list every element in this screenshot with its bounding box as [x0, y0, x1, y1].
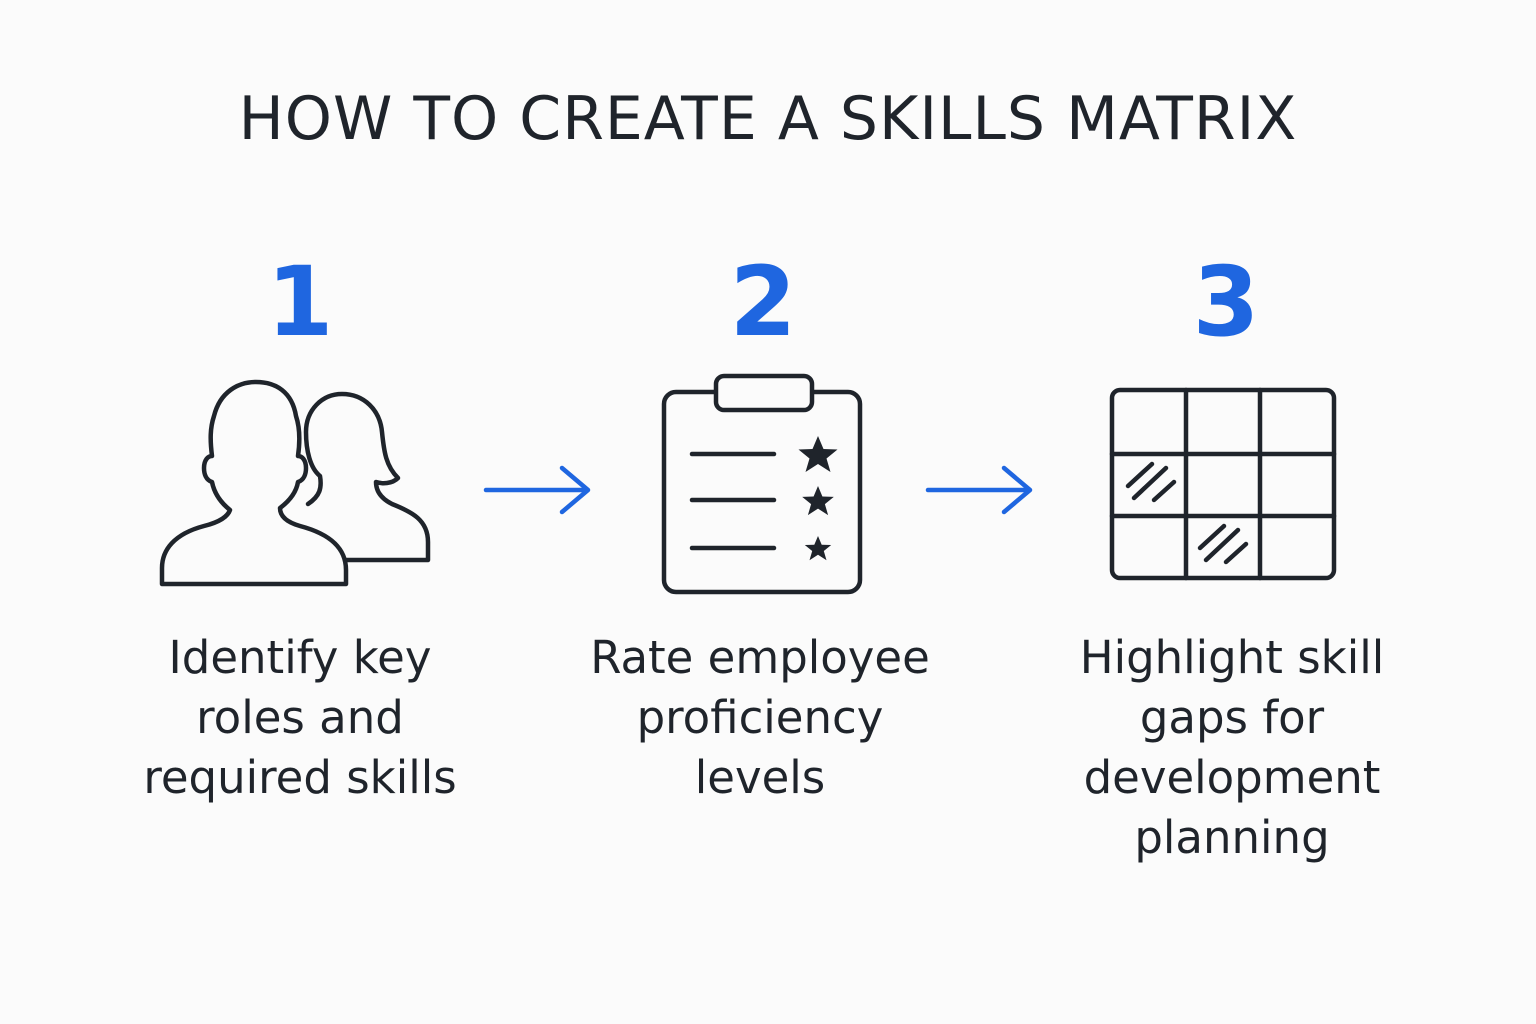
step-1-caption: Identify key roles and required skills [143, 631, 457, 804]
clipboard-board [661, 389, 863, 595]
star-icon [804, 536, 832, 561]
front-person-shape [159, 379, 349, 587]
step-2-caption: Rate employee proficiency levels [590, 631, 930, 804]
page-title: HOW TO CREATE A SKILLS MATRIX [238, 84, 1298, 154]
back-person-shape [303, 391, 431, 563]
right-arrow-icon [925, 465, 1033, 515]
highlighted-cell-hatch [1125, 461, 1177, 503]
grid-matrix-icon [1109, 387, 1337, 581]
star-icon [802, 486, 834, 516]
right-arrow-icon [483, 465, 591, 515]
clipboard-rating-icon [661, 373, 863, 595]
star-icon [798, 436, 838, 472]
step-3-number: 3 [1192, 246, 1260, 358]
clipboard-clip [713, 373, 815, 413]
two-people-icon [159, 379, 431, 587]
step-1-number: 1 [266, 246, 334, 358]
grid-outline [1109, 387, 1337, 581]
step-2-number: 2 [729, 246, 797, 358]
step-3-caption: Highlight skill gaps for development pla… [1079, 631, 1385, 864]
highlighted-cell-hatch [1197, 523, 1249, 565]
